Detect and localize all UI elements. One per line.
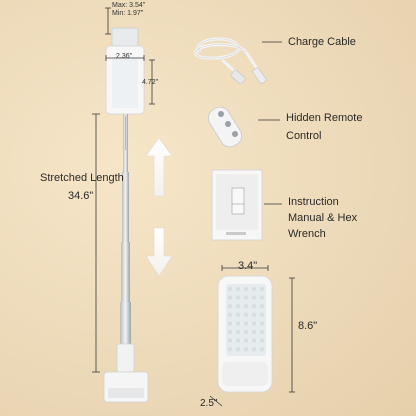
led-dot xyxy=(227,347,233,352)
head-width-label: 2.36" xyxy=(116,53,133,60)
charge-cable-icon xyxy=(194,37,282,85)
remote-label-line1: Hidden Remote xyxy=(286,112,363,124)
extend-arrows xyxy=(145,137,173,277)
led-dot xyxy=(235,312,241,317)
led-dot xyxy=(259,321,265,326)
arrow-up-icon xyxy=(145,137,173,197)
led-dot xyxy=(259,329,265,335)
led-dot xyxy=(243,329,249,335)
led-dot xyxy=(251,321,257,326)
arrow-down-icon xyxy=(145,227,173,277)
stand-light xyxy=(103,27,149,403)
led-dot xyxy=(259,286,265,292)
lamp-height-label: 8.6" xyxy=(298,320,318,332)
led-dot xyxy=(243,347,249,352)
min-height-label: Min: 1.97" xyxy=(112,10,144,17)
lamp-led-grid xyxy=(227,286,265,352)
led-dot xyxy=(235,347,241,352)
lamp-unit xyxy=(217,275,273,393)
led-dot xyxy=(243,321,249,326)
led-dot xyxy=(243,286,249,292)
charge-cable-label: Charge Cable xyxy=(288,36,356,48)
led-dot xyxy=(235,304,241,309)
led-dot xyxy=(251,304,257,309)
led-dot xyxy=(251,295,257,300)
head-height-label: 4.72" xyxy=(142,79,159,86)
led-dot xyxy=(259,295,265,300)
led-dot xyxy=(259,347,265,352)
led-dot xyxy=(243,304,249,309)
manual-label-line1: Instruction xyxy=(288,196,339,208)
led-dot xyxy=(235,329,241,335)
lamp-depth-label: 2.5" xyxy=(200,398,218,409)
remote-label-line2: Control xyxy=(286,130,322,142)
led-dot xyxy=(259,312,265,317)
led-dot xyxy=(251,329,257,335)
stand-led-grid xyxy=(112,58,138,108)
led-dot xyxy=(227,295,233,300)
manual-label-line2: Manual & Hex xyxy=(288,212,358,224)
led-dot xyxy=(243,312,249,317)
led-dot xyxy=(235,286,241,292)
led-dot xyxy=(227,286,233,292)
lamp-width-label: 3.4" xyxy=(238,260,258,272)
led-dot xyxy=(243,338,249,343)
stretched-length-label: Stretched Length xyxy=(40,172,124,184)
stretched-length-value: 34.6" xyxy=(68,190,94,202)
led-dot xyxy=(227,338,233,343)
manual-label-line3: Wrench xyxy=(288,228,326,240)
led-dot xyxy=(235,338,241,343)
led-dot xyxy=(227,329,233,335)
led-dot xyxy=(235,321,241,326)
led-dot xyxy=(259,304,265,309)
led-dot xyxy=(251,312,257,317)
led-dot xyxy=(259,338,265,343)
instruction-manual-icon xyxy=(211,169,282,241)
remote-control-icon xyxy=(207,106,280,148)
led-dot xyxy=(227,312,233,317)
led-dot xyxy=(235,295,241,300)
led-dot xyxy=(251,286,257,292)
led-dot xyxy=(227,321,233,326)
led-dot xyxy=(251,347,257,352)
max-height-label: Max: 3.54" xyxy=(112,2,146,9)
led-dot xyxy=(243,295,249,300)
led-dot xyxy=(227,304,233,309)
lamp-dimension-lines xyxy=(209,265,295,407)
stand-dimension-lines xyxy=(92,7,155,373)
led-dot xyxy=(251,338,257,343)
